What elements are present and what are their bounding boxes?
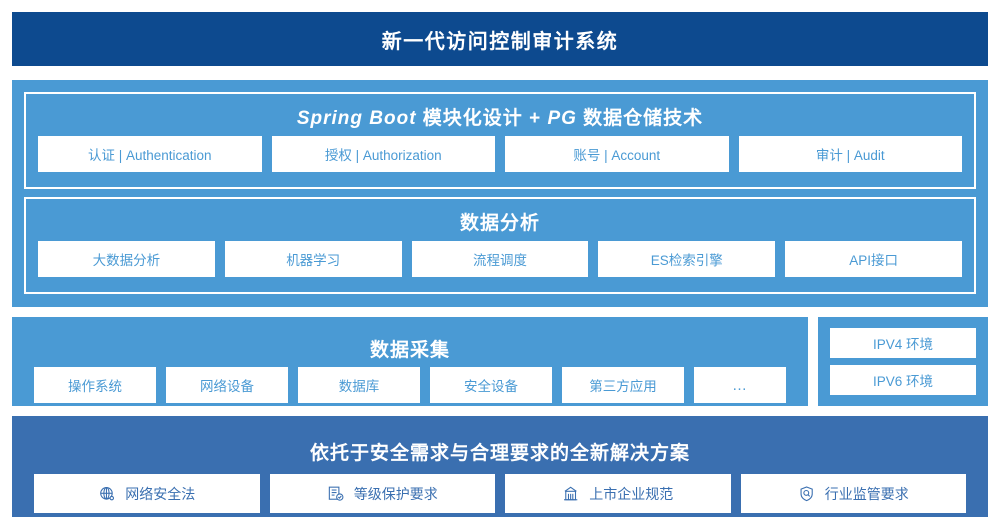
springboot-title-post: 数据仓储技术 bbox=[576, 108, 704, 129]
card-ipv4-environment[interactable]: IPV4 环境 bbox=[830, 328, 976, 358]
data-collection-panel: 数据采集 操作系统 网络设备 数据库 安全设备 第三方应用 … bbox=[12, 317, 808, 406]
springboot-block-title: Spring Boot 模块化设计 + PG 数据仓储技术 bbox=[26, 94, 974, 136]
card-third-party-app[interactable]: 第三方应用 bbox=[562, 367, 684, 403]
data-collection-title: 数据采集 bbox=[369, 340, 450, 361]
springboot-title-mid: 模块化设计 + bbox=[416, 108, 548, 129]
card-classified-protection-label: 等级保护要求 bbox=[353, 485, 438, 502]
shield-search-icon bbox=[798, 485, 816, 503]
springboot-title-brand: Spring Boot bbox=[296, 108, 417, 129]
building-icon bbox=[562, 485, 580, 503]
card-account[interactable]: 账号 | Account bbox=[505, 136, 729, 172]
springboot-title-pg: PG bbox=[547, 108, 577, 129]
ip-environment-panel: IPV4 环境 IPV6 环境 bbox=[818, 317, 988, 406]
ip-environment-list: IPV4 环境 IPV6 环境 bbox=[830, 328, 976, 395]
card-api-interface[interactable]: API接口 bbox=[785, 241, 962, 277]
data-analysis-block: 数据分析 大数据分析 机器学习 流程调度 ES检索引擎 API接口 bbox=[24, 197, 976, 294]
compliance-panel: 依托于安全需求与合理要求的全新解决方案 网络安全法 bbox=[12, 416, 988, 517]
card-audit[interactable]: 审计 | Audit bbox=[738, 136, 962, 172]
card-cybersecurity-law-label: 网络安全法 bbox=[125, 485, 196, 502]
card-machine-learning[interactable]: 机器学习 bbox=[224, 241, 402, 277]
card-classified-protection[interactable]: 等级保护要求 bbox=[269, 474, 495, 513]
data-analysis-title: 数据分析 bbox=[459, 213, 540, 234]
compliance-inner: 依托于安全需求与合理要求的全新解决方案 网络安全法 bbox=[22, 426, 978, 513]
card-ipv6-environment[interactable]: IPV6 环境 bbox=[830, 365, 976, 395]
card-listed-enterprise-standard[interactable]: 上市企业规范 bbox=[505, 474, 731, 513]
card-es-search-engine[interactable]: ES检索引擎 bbox=[598, 241, 776, 277]
document-check-icon bbox=[327, 485, 345, 503]
card-industry-regulation[interactable]: 行业监管要求 bbox=[740, 474, 966, 513]
globe-icon bbox=[98, 485, 116, 503]
springboot-block: Spring Boot 模块化设计 + PG 数据仓储技术 认证 | Authe… bbox=[24, 92, 976, 189]
data-collection-inner: 数据采集 操作系统 网络设备 数据库 安全设备 第三方应用 … bbox=[22, 327, 798, 403]
card-network-device[interactable]: 网络设备 bbox=[166, 367, 288, 403]
card-authorization[interactable]: 授权 | Authorization bbox=[271, 136, 495, 172]
compliance-title: 依托于安全需求与合理要求的全新解决方案 bbox=[309, 443, 690, 464]
card-big-data-analysis[interactable]: 大数据分析 bbox=[38, 241, 215, 277]
card-more-ellipsis[interactable]: … bbox=[694, 367, 786, 403]
compliance-card-row: 网络安全法 等级保护要求 bbox=[22, 474, 978, 513]
data-collection-card-row: 操作系统 网络设备 数据库 安全设备 第三方应用 … bbox=[22, 367, 798, 413]
springboot-card-row: 认证 | Authentication 授权 | Authorization 账… bbox=[26, 136, 974, 184]
page-title: 新一代访问控制审计系统 bbox=[381, 30, 619, 53]
card-authentication[interactable]: 认证 | Authentication bbox=[38, 136, 262, 172]
card-database[interactable]: 数据库 bbox=[298, 367, 420, 403]
architecture-stack-panel: Spring Boot 模块化设计 + PG 数据仓储技术 认证 | Authe… bbox=[12, 80, 988, 307]
card-operating-system[interactable]: 操作系统 bbox=[34, 367, 156, 403]
card-listed-enterprise-standard-label: 上市企业规范 bbox=[589, 485, 674, 502]
data-analysis-card-row: 大数据分析 机器学习 流程调度 ES检索引擎 API接口 bbox=[26, 241, 974, 289]
header-banner: 新一代访问控制审计系统 bbox=[12, 12, 988, 66]
card-cybersecurity-law[interactable]: 网络安全法 bbox=[34, 474, 260, 513]
card-security-device[interactable]: 安全设备 bbox=[430, 367, 552, 403]
card-industry-regulation-label: 行业监管要求 bbox=[824, 485, 909, 502]
card-process-scheduling[interactable]: 流程调度 bbox=[411, 241, 589, 277]
